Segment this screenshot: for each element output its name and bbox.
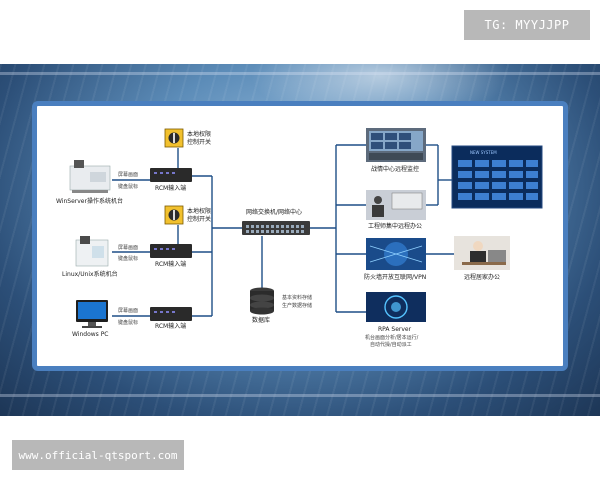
kbd-label: 键盘鼠标 [118, 319, 138, 326]
output-war-room: 战情中心远程监控 [366, 128, 426, 173]
database-note: 生产数据存储 [282, 302, 312, 309]
website-url-badge: www.official-qtsport.com [12, 440, 184, 470]
kbd-label: 键盘鼠标 [118, 183, 138, 190]
machine-rail [0, 72, 600, 75]
host-label: Windows PC [72, 331, 109, 338]
output-label: 工程师集中远程办公 [368, 222, 422, 230]
local-switch-1: 本地权限 控制开关 [164, 128, 211, 148]
monitoring-dashboard: NEW SYSTEM [451, 145, 543, 209]
database-note: 基本资料存储 [282, 294, 312, 301]
network-switch: 网络交换机/网络中心 [242, 208, 310, 235]
database-label: 数据库 [252, 316, 270, 324]
output-firewall: 防火墙开放互联网/VPN [364, 238, 426, 281]
machine-rail [0, 394, 600, 397]
local-switch-label: 控制开关 [187, 138, 211, 146]
rcm-label: RCM输入端 [155, 322, 186, 330]
local-switch-label: 控制开关 [187, 215, 211, 223]
rcm-label: RCM输入端 [155, 260, 186, 268]
network-label: 网络交换机/网络中心 [246, 208, 302, 216]
linux-machine: Linux/Unix系统机台 [62, 236, 118, 278]
output-engineers: 工程师集中远程办公 [366, 190, 426, 230]
windows-pc: Windows PC [72, 300, 109, 338]
rcm-device-3: RCM输入端 [150, 307, 192, 330]
screen-label: 屏幕画面 [118, 307, 138, 314]
host-label: WinServer操作系统机台 [56, 197, 123, 205]
rcm-label: RCM输入端 [155, 184, 186, 192]
output-rpa: RPA Server 机台画面分析/居本运行/ 自动代操/自动派工 [365, 292, 426, 348]
link-labels: 屏幕画面 键盘鼠标 屏幕画面 键盘鼠标 屏幕画面 键盘鼠标 [118, 171, 138, 326]
database-icon: 数据库 基本资料存储 生产数据存储 [250, 287, 312, 324]
winserver-machine: WinServer操作系统机台 [56, 160, 123, 205]
local-switch-label: 本地权限 [187, 130, 211, 138]
remote-office: 远程居家办公 [454, 236, 510, 281]
kbd-label: 键盘鼠标 [118, 255, 138, 262]
output-label: 防火墙开放互联网/VPN [364, 273, 426, 281]
screen-label: 屏幕画面 [118, 171, 138, 178]
output-label: RPA Server [378, 326, 412, 333]
rpa-note: 机台画面分析/居本运行/ [365, 334, 419, 341]
host-label: Linux/Unix系统机台 [62, 270, 118, 278]
remote-label: 远程居家办公 [464, 273, 500, 281]
screen-label: 屏幕画面 [118, 244, 138, 251]
output-label: 战情中心远程监控 [371, 165, 419, 173]
local-switch-label: 本地权限 [187, 207, 211, 215]
tg-badge: TG: MYYJJPP [464, 10, 590, 40]
local-switch-2: 本地权限 控制开关 [164, 205, 211, 225]
connector-lines [112, 144, 454, 317]
rpa-note: 自动代操/自动派工 [370, 341, 412, 348]
dashboard-title: NEW SYSTEM [470, 150, 497, 155]
rcm-device-1: RCM输入端 [150, 168, 192, 192]
rcm-device-2: RCM输入端 [150, 244, 192, 268]
